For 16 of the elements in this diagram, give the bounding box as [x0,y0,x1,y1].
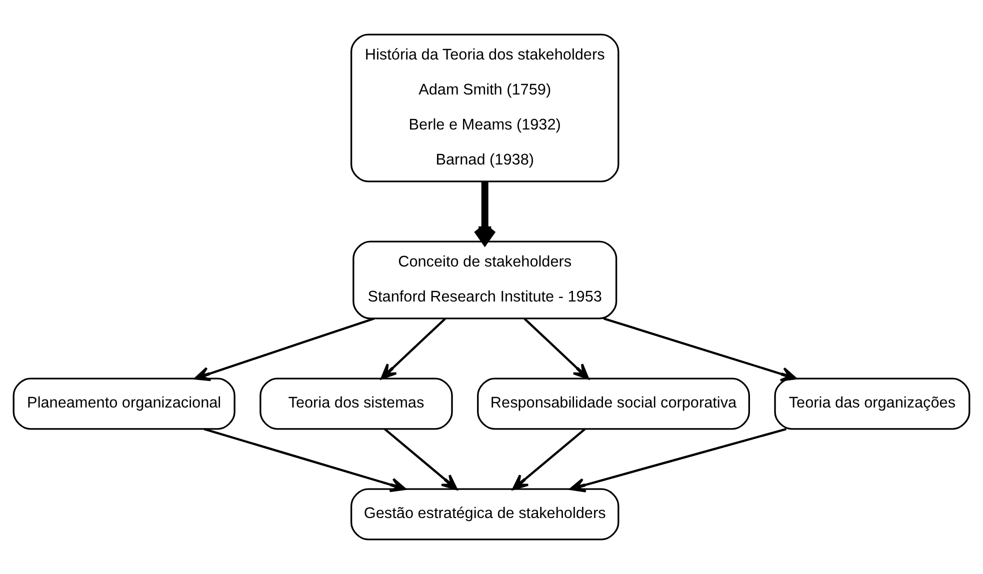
arrow [569,428,787,492]
node-box: Gestão estratégica de stakeholders [350,488,620,540]
arrow [380,318,446,380]
node-box: História da Teoria dos stakeholders Adam Smith (1759) Berle e Meams (1932) Barnad (1938) [350,34,620,182]
arrow [512,428,586,490]
node-box: Responsabilidade social corporativa [477,378,750,430]
node-box: Teoria das organizações [774,378,970,430]
node-box: Conceito de stakeholders Stanford Research Institute - 1953 [352,240,618,320]
arrow [603,317,797,382]
arrow [474,182,496,245]
arrow [384,428,458,490]
node-box: Planeamento organizacional [12,378,236,430]
arrow [204,428,406,492]
arrow [194,317,375,382]
node-box: Teoria dos sistemas [260,378,453,430]
arrow [524,318,590,380]
